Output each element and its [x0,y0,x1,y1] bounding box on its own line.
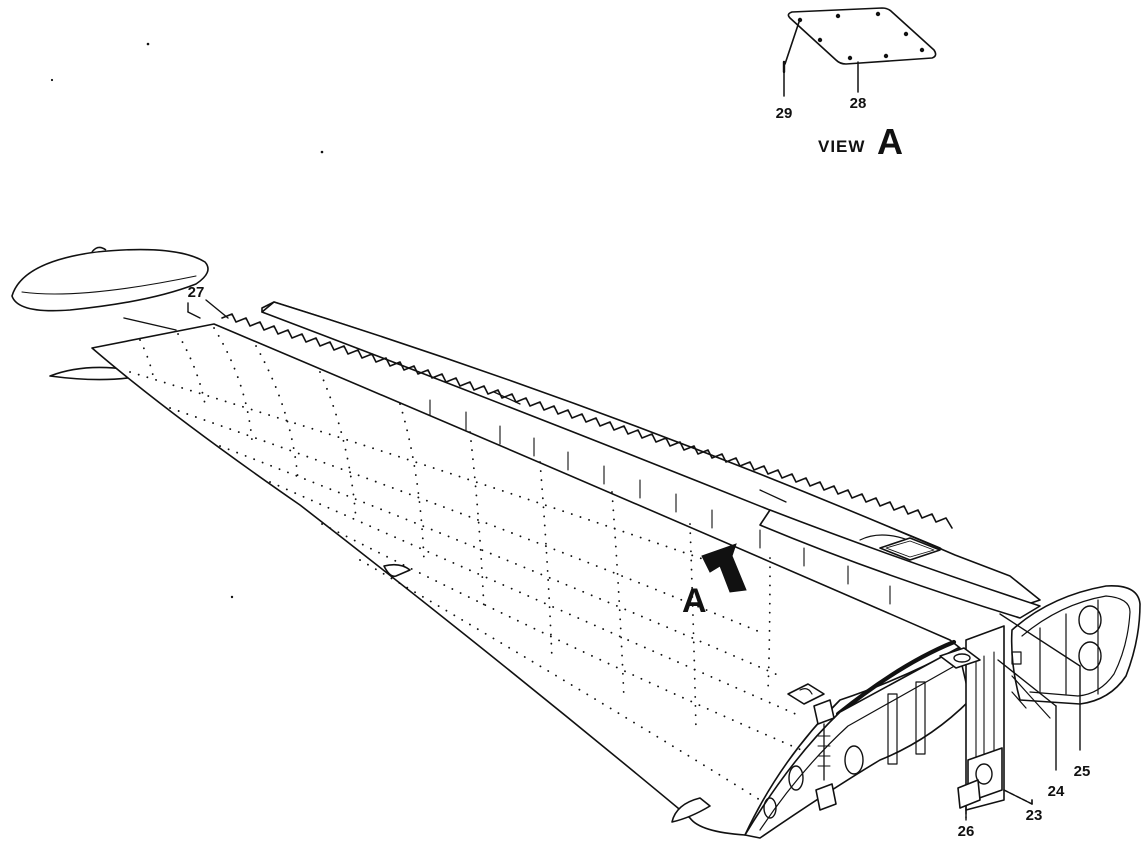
callout-26: 26 [958,823,975,840]
upper-wing-skin [91,323,961,836]
callout-25: 25 [1074,763,1091,780]
lower-brackets [383,563,711,823]
view-a-detail: 29 28 VIEW A [776,7,937,162]
root-attach-fitting [939,625,1051,811]
view-caption-word: VIEW [818,137,865,156]
root-rib [1010,585,1141,705]
callout-dashes [965,789,1033,821]
callout-28: 28 [850,95,867,112]
screw-part [782,21,800,97]
view-caption-letter: A [877,121,903,162]
view-a-marker: A [682,543,747,620]
callout-leaders [187,299,1081,819]
access-panel [787,7,937,65]
print-specks [50,42,324,599]
callout-29: 29 [776,105,793,122]
wing-tip-fairing [11,246,209,312]
view-a-marker-letter: A [682,582,707,620]
view-a-arrow-icon [701,543,747,593]
panel-screw-holes [797,11,925,61]
callout-24: 24 [1048,783,1065,800]
callout-27: 27 [188,284,205,301]
front-spar-box [744,647,971,839]
callout-23: 23 [1026,807,1043,824]
